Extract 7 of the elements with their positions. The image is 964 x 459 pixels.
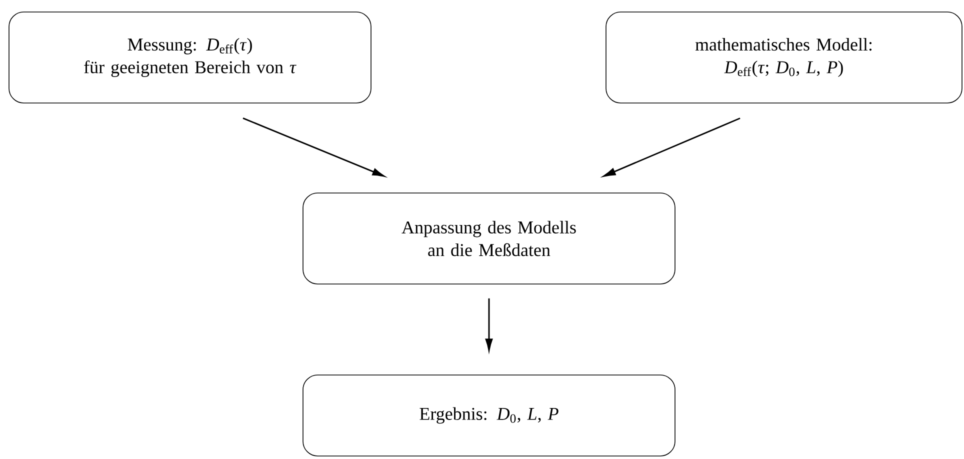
- arrow: [242, 118, 385, 177]
- process-box: Messung: D$_{eff}$(τ) für geeigneten Bereich von τ: [8, 12, 372, 104]
- arrow: [603, 118, 740, 177]
- process-box: Anpassung des Modells an die Meßdaten: [302, 192, 676, 284]
- process-box: mathematisches Modell: D$_{eff}$(τ; D$_{0}$, L, P): [606, 12, 962, 104]
- process-box: Ergebnis: D$_{0}$, L, P: [302, 374, 676, 456]
- arrow: [485, 298, 493, 351]
